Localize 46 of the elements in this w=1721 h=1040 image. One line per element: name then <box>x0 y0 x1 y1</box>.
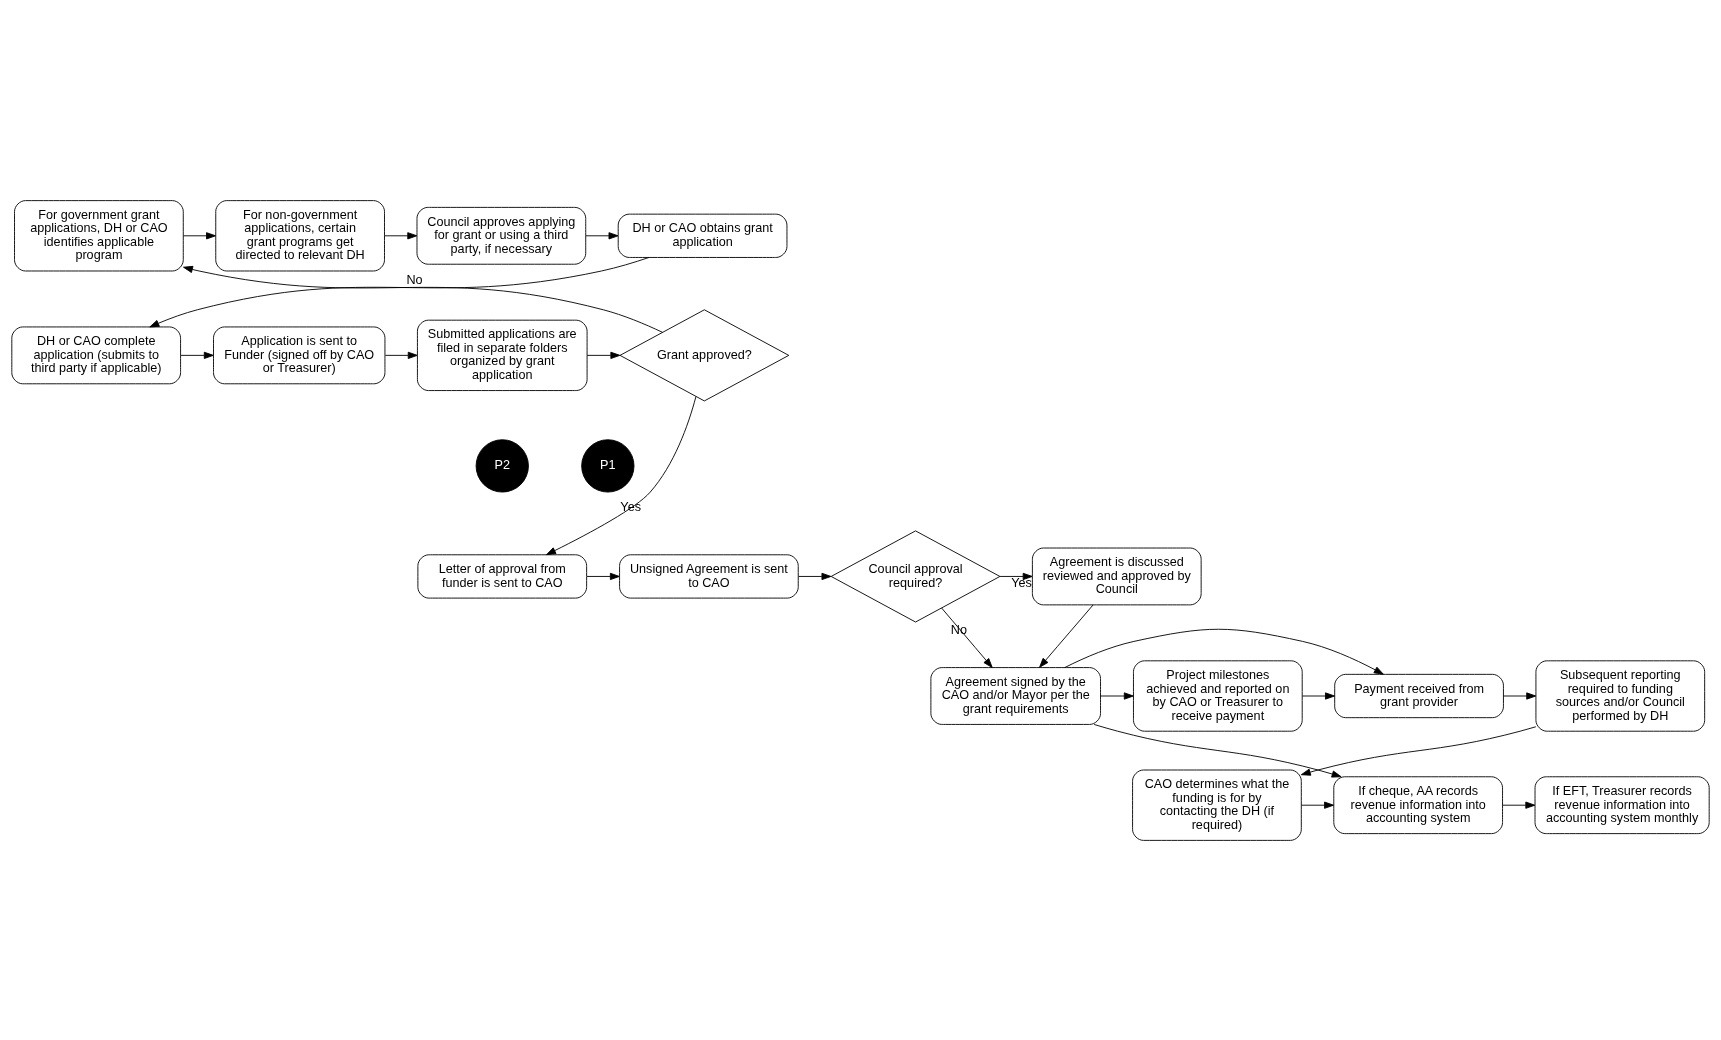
node-box: Agreement signed by the CAO and/or Mayor per the grant requirements <box>930 666 1101 725</box>
arrow <box>182 231 216 239</box>
node-box: Application is sent to Funder (signed off by CAO or Treasurer) <box>213 326 386 384</box>
node-box: Letter of approval from funder is sent to CAO <box>417 553 588 599</box>
node-circle: P1 <box>581 438 635 493</box>
arrow <box>546 395 697 555</box>
node-box: If EFT, Treasurer records revenue information into accounting system monthly <box>1534 775 1710 834</box>
arrow <box>941 607 993 668</box>
node-diamond: Grant approved? <box>619 308 790 401</box>
arrow <box>1300 725 1537 776</box>
arrow <box>183 265 663 333</box>
arrow <box>585 231 619 239</box>
arrow <box>384 231 418 239</box>
arrow <box>999 572 1033 580</box>
arrow <box>1503 691 1537 700</box>
node-box: For government grant applications, DH or CAO identifies applicable program <box>14 199 184 271</box>
arrow <box>1100 691 1134 700</box>
node-box: Unsigned Agreement is sent to CAO <box>619 553 799 599</box>
arrow <box>384 351 418 359</box>
node-box: Submitted applications are filed in separate folders organized by grant application <box>417 319 588 391</box>
node-box: For non-government applications, certain grant programs get directed to relevant DH <box>215 199 385 271</box>
arrow <box>1301 691 1335 700</box>
arrow <box>586 572 620 580</box>
arrow <box>1093 723 1342 778</box>
edge-label: No <box>406 272 423 287</box>
node-box: DH or CAO obtains grant application <box>617 213 788 258</box>
edge-label: Yes <box>1011 575 1032 590</box>
node-box: Payment received from grant provider <box>1334 673 1504 718</box>
node-box: Subsequent reporting required to funding sources and/or Council performed by DH <box>1535 659 1706 732</box>
node-box: Council approves applying for grant or using a third party, if necessary <box>416 206 587 265</box>
node-circle: P2 <box>475 438 529 493</box>
node-box: CAO determines what the funding is for by contacting the DH (if required) <box>1132 769 1302 841</box>
node-box: Project milestones achieved and reported on by CAO or Treasurer to receive payment <box>1133 659 1303 732</box>
arrow <box>149 256 650 327</box>
edge-label: No <box>950 622 967 637</box>
arrow <box>798 572 832 580</box>
arrow <box>586 351 621 359</box>
node-diamond: Council approval required? <box>830 529 1001 622</box>
node-box: DH or CAO complete application (submits to third party if applicable) <box>11 326 181 384</box>
arrow <box>1039 604 1094 668</box>
node-box: Agreement is discussed reviewed and approved by Council <box>1031 547 1202 605</box>
node-box: If cheque, AA records revenue information into accounting system <box>1333 775 1503 834</box>
arrow <box>180 351 214 359</box>
arrow <box>1301 801 1335 809</box>
arrow <box>1502 801 1536 809</box>
arrow <box>1064 628 1384 675</box>
